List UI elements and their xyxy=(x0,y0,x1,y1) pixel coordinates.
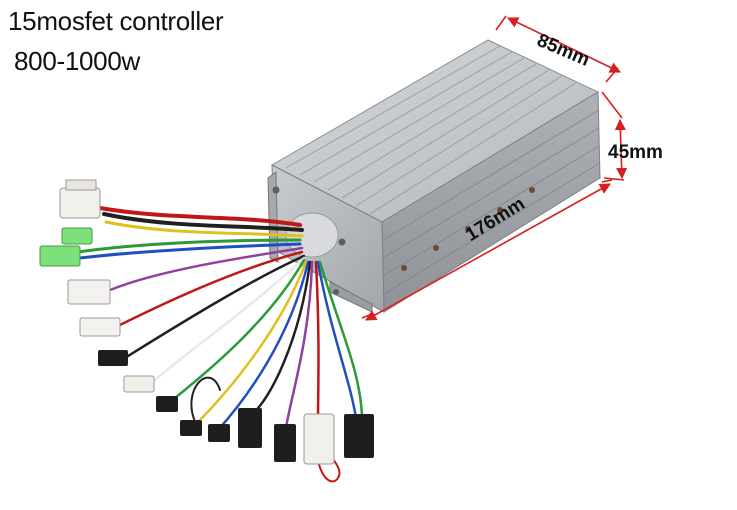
height-dimension-label: 45mm xyxy=(608,142,663,163)
wire-harness xyxy=(76,206,364,483)
dimension-lines xyxy=(361,15,628,321)
aluminum-housing xyxy=(267,39,601,313)
connectors xyxy=(39,179,374,465)
power-rating: 800-1000w xyxy=(14,46,140,76)
product-title: 15mosfet controller xyxy=(8,6,224,36)
